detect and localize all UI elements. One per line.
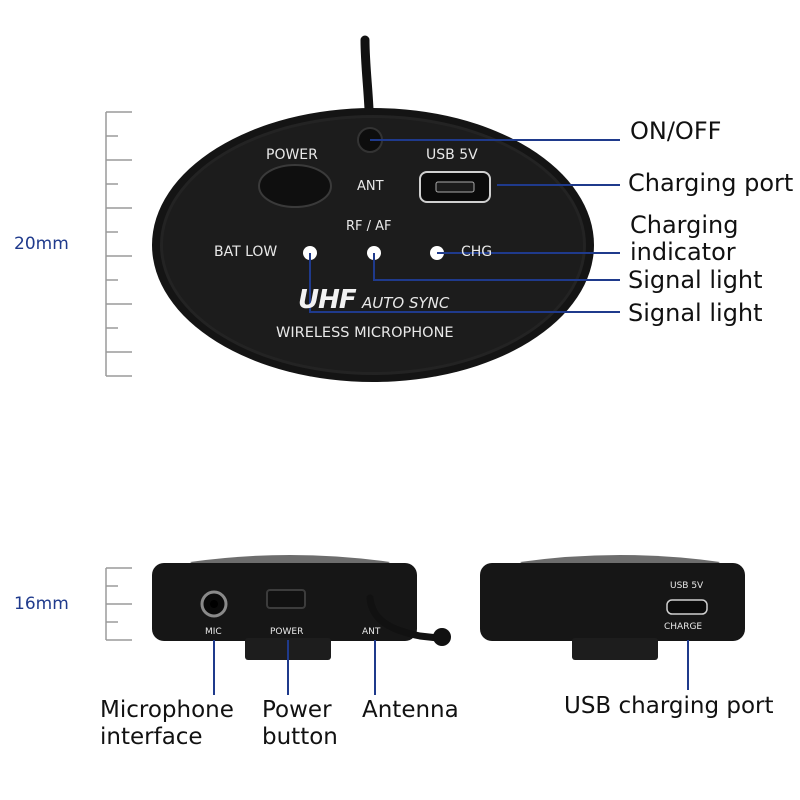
callout-power-line2: button	[262, 724, 338, 750]
usb-label: USB 5V	[426, 147, 478, 163]
ant-small-label: ANT	[362, 627, 381, 637]
dimension-16mm: 16mm	[14, 594, 69, 614]
callout-antenna: Antenna	[362, 697, 459, 723]
ant-label: ANT	[357, 179, 384, 194]
top-device	[152, 108, 594, 382]
rf-af-label: RF / AF	[346, 219, 392, 234]
bottom-callout-lines	[213, 640, 689, 695]
power-button-shape	[258, 164, 332, 208]
callout-signal-light-2: Signal light	[628, 299, 763, 327]
callout-microphone-line1: Microphone	[100, 697, 234, 723]
callout-charging-indicator-line2: indicator	[630, 238, 736, 266]
top-ruler	[105, 111, 132, 377]
auto-sync-label: AUTO SYNC	[362, 294, 450, 312]
bat-low-label: BAT LOW	[214, 244, 278, 260]
bottom-ruler	[105, 567, 132, 641]
power-small-label: POWER	[270, 627, 304, 637]
callout-signal-light-1: Signal light	[628, 266, 763, 294]
callout-microphone-line2: interface	[100, 724, 203, 750]
callout-usb-charging-port: USB charging port	[564, 693, 774, 719]
callout-charging-port: Charging port	[628, 169, 794, 197]
power-label: POWER	[266, 147, 318, 163]
bottom-right-device	[480, 555, 745, 660]
charge-small-label: CHARGE	[664, 622, 703, 632]
chg-label: CHG	[461, 244, 493, 260]
product-name: WIRELESS MICROPHONE	[276, 325, 454, 341]
callout-charging-indicator-line1: Charging	[630, 211, 739, 239]
callout-power-line1: Power	[262, 697, 332, 723]
usb-small-label: USB 5V	[670, 581, 704, 591]
top-callout-lines	[309, 139, 620, 313]
bottom-left-device	[152, 555, 451, 660]
dimension-20mm: 20mm	[14, 234, 69, 254]
brand-logo: UHF	[298, 285, 357, 315]
callout-on-off: ON/OFF	[630, 117, 722, 145]
mic-label: MIC	[205, 627, 222, 637]
